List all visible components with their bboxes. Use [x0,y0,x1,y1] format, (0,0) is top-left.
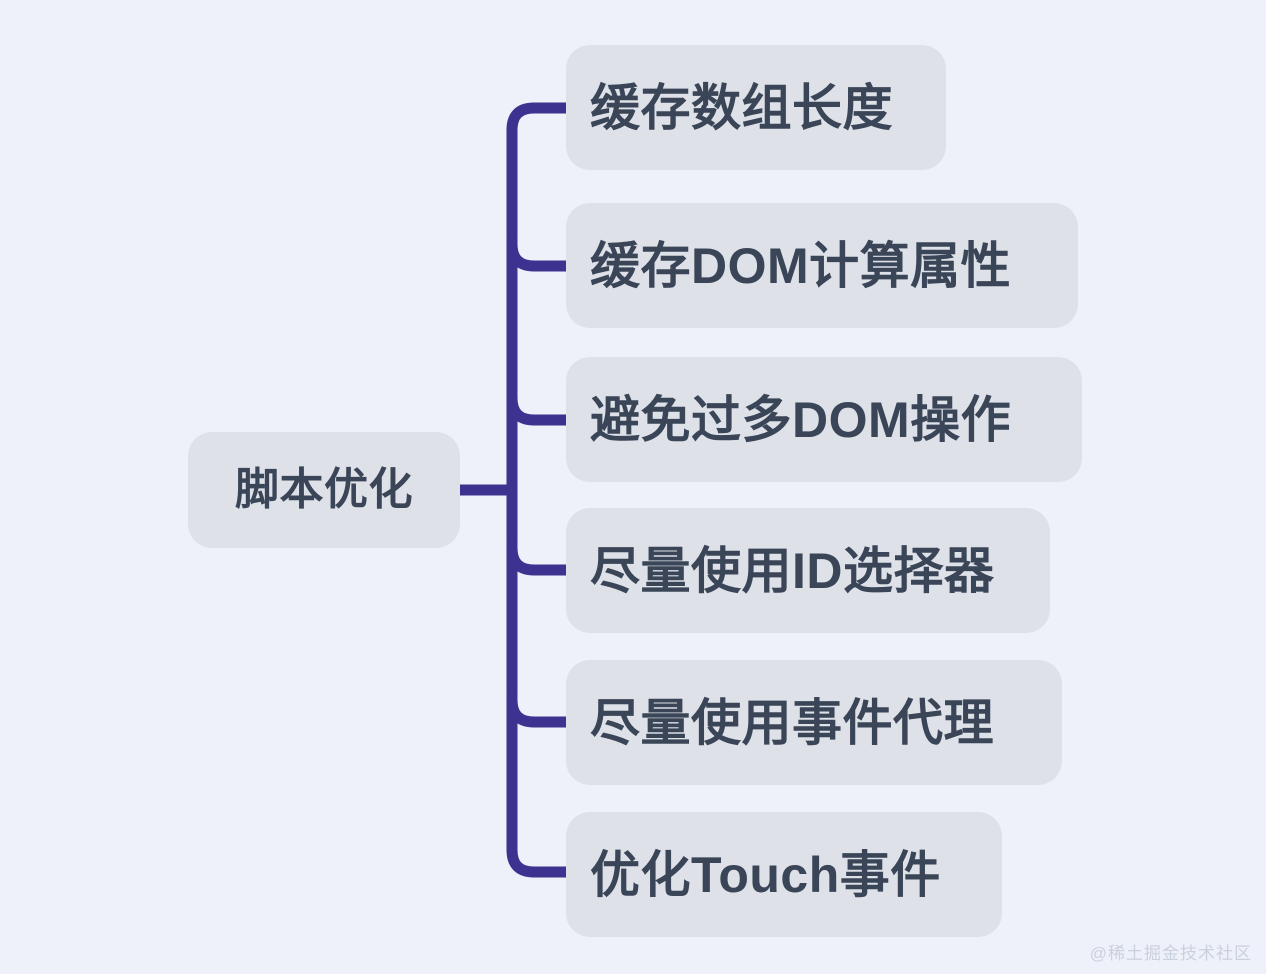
mindmap-node-prefer-event-delegation[interactable]: 尽量使用事件代理 [566,660,1062,785]
node-label: 优化Touch事件 [590,846,941,903]
mindmap-node-cache-array-length[interactable]: 缓存数组长度 [566,45,946,170]
node-label: 缓存数组长度 [590,79,893,136]
connector-branch-1 [506,238,572,272]
connector-branch-5 [506,844,572,878]
connector-branch-3 [506,542,572,576]
mindmap-node-optimize-touch-events[interactable]: 优化Touch事件 [566,812,1002,937]
connector-branch-4 [506,694,572,728]
mindmap-node-cache-dom-computed-props[interactable]: 缓存DOM计算属性 [566,203,1078,328]
node-label: 避免过多DOM操作 [590,391,1012,448]
connector-branch-2 [506,392,572,426]
mindmap-node-prefer-id-selector[interactable]: 尽量使用ID选择器 [566,508,1050,633]
connector-branch-0 [506,102,572,136]
node-label: 缓存DOM计算属性 [590,237,1012,294]
root-node-label: 脚本优化 [235,465,413,514]
watermark: @稀土掘金技术社区 [1089,944,1252,963]
node-label: 尽量使用ID选择器 [590,542,995,599]
mindmap-node-avoid-excess-dom-ops[interactable]: 避免过多DOM操作 [566,357,1082,482]
mindmap-root-node[interactable]: 脚本优化 [188,432,460,548]
node-label: 尽量使用事件代理 [590,694,994,751]
